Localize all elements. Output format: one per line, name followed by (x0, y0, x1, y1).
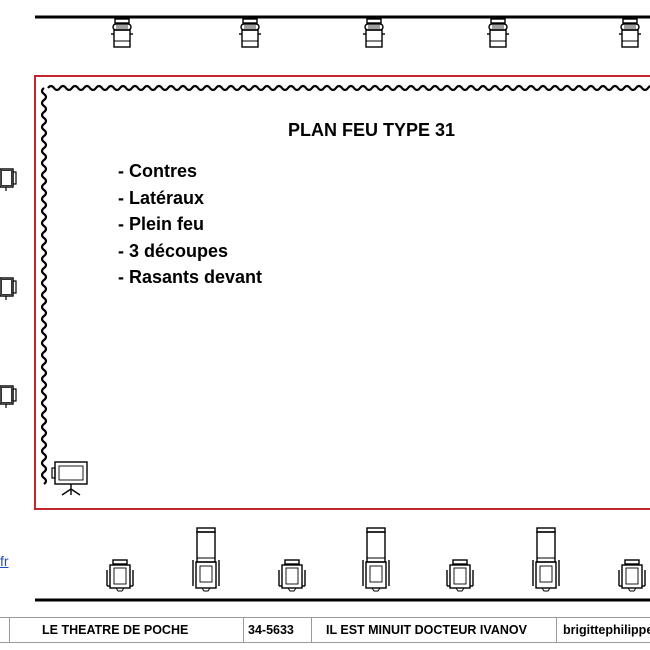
spotlight-icon (486, 18, 510, 48)
footer-table: LE THEATRE DE POCHE 34-5633 IL EST MINUI… (0, 617, 650, 643)
footer-author: brigittephilippe (563, 623, 650, 637)
tall-projector-icon (362, 527, 390, 592)
spotlight-icon (110, 18, 134, 48)
short-projector-icon (106, 559, 134, 592)
side-link[interactable]: fr (0, 553, 9, 569)
projector-icon (0, 385, 17, 409)
plan-title: PLAN FEU TYPE 31 (288, 120, 456, 140)
footer-cell-empty (0, 618, 10, 642)
short-projector-icon (278, 559, 306, 592)
list-item: - Rasants devant (118, 267, 263, 287)
spotlight-icon (238, 18, 262, 48)
floor-projector-icon (51, 461, 88, 496)
footer-number: 34-5633 (244, 618, 312, 642)
stage-border (34, 75, 650, 510)
plan-list: - Contres - Latéraux - Plein feu - 3 déc… (118, 158, 262, 291)
curtain-left (40, 87, 48, 485)
spotlight-icon (362, 18, 386, 48)
list-item: - Plein feu (118, 214, 205, 234)
footer-show: IL EST MINUIT DOCTEUR IVANOV (312, 618, 557, 642)
list-item: - Latéraux (118, 187, 205, 208)
projector-icon (0, 168, 17, 192)
spotlight-icon (618, 18, 642, 48)
footer-venue: LE THEATRE DE POCHE (10, 618, 244, 642)
projector-icon (0, 277, 17, 301)
tall-projector-icon (532, 527, 560, 592)
curtain-top (47, 84, 650, 92)
short-projector-icon (618, 559, 646, 592)
short-projector-icon (446, 559, 474, 592)
tall-projector-icon (192, 527, 220, 592)
list-item: - Contres (118, 161, 198, 181)
list-item: - 3 découpes (118, 240, 229, 261)
